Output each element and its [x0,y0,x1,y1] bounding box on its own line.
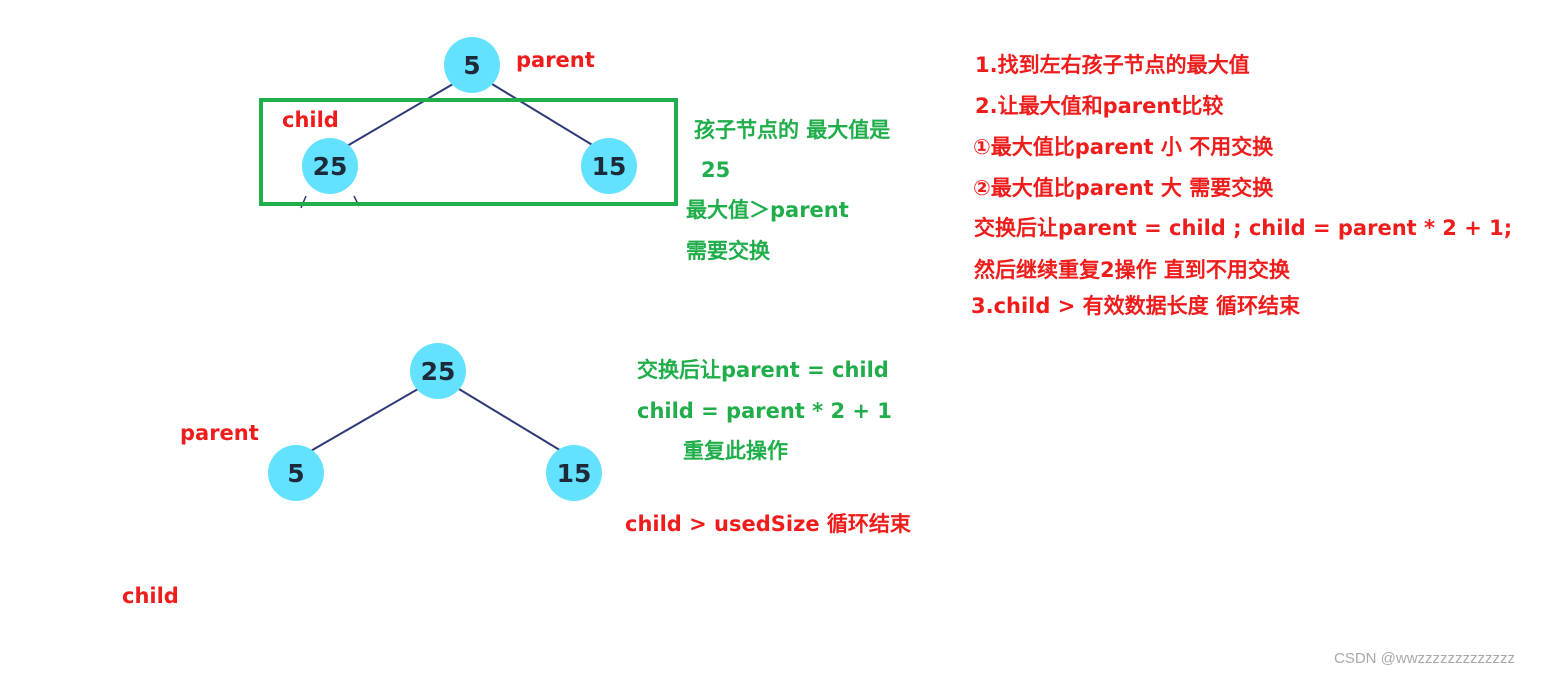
tree2-left-node: 5 [268,445,324,501]
step-3: 3.child > 有效数据长度 循环结束 [971,294,1300,318]
tree2-note-line-2: child = parent * 2 + 1 [637,399,892,423]
step-repeat: 然后继续重复2操作 直到不用交换 [974,258,1290,282]
step-1: 1.找到左右孩子节点的最大值 [975,53,1250,77]
tree2-parent-label: parent [180,421,259,445]
tree2-root-node: 25 [410,343,466,399]
watermark: CSDN @wwzzzzzzzzzzzzz [1334,650,1516,667]
tree1-parent-label: parent [516,48,595,72]
edge-tree2-left [308,388,419,453]
tree2-note-line-3: 重复此操作 [683,439,788,463]
edge-tree1-right [491,83,595,147]
step-2b: ②最大值比parent 大 需要交换 [973,176,1274,200]
tree1-root-node: 5 [444,37,500,93]
children-highlight-box [259,98,678,206]
tree1-right-node: 15 [581,138,637,194]
tree1-note-line-1: 孩子节点的 最大值是 [694,118,891,142]
tree1-left-node: 25 [302,138,358,194]
tree2-child-label: child [122,584,179,608]
loop-end-note: child > usedSize 循环结束 [625,512,911,536]
tree1-note-line-3: 最大值＞parent [686,198,849,222]
edge-tree1-left [346,83,454,147]
tree2-right-node: 15 [546,445,602,501]
step-2a: ①最大值比parent 小 不用交换 [973,135,1274,159]
step-2: 2.让最大值和parent比较 [975,94,1224,118]
tree1-note-line-4: 需要交换 [686,239,770,263]
tree1-note-line-2: 25 [701,158,731,182]
step-swap: 交换后让parent = child ; child = parent * 2 … [974,216,1513,240]
tree2-note-line-1: 交换后让parent = child [637,358,889,382]
tree1-child-label: child [282,108,339,132]
edge-tree2-right [458,388,564,453]
